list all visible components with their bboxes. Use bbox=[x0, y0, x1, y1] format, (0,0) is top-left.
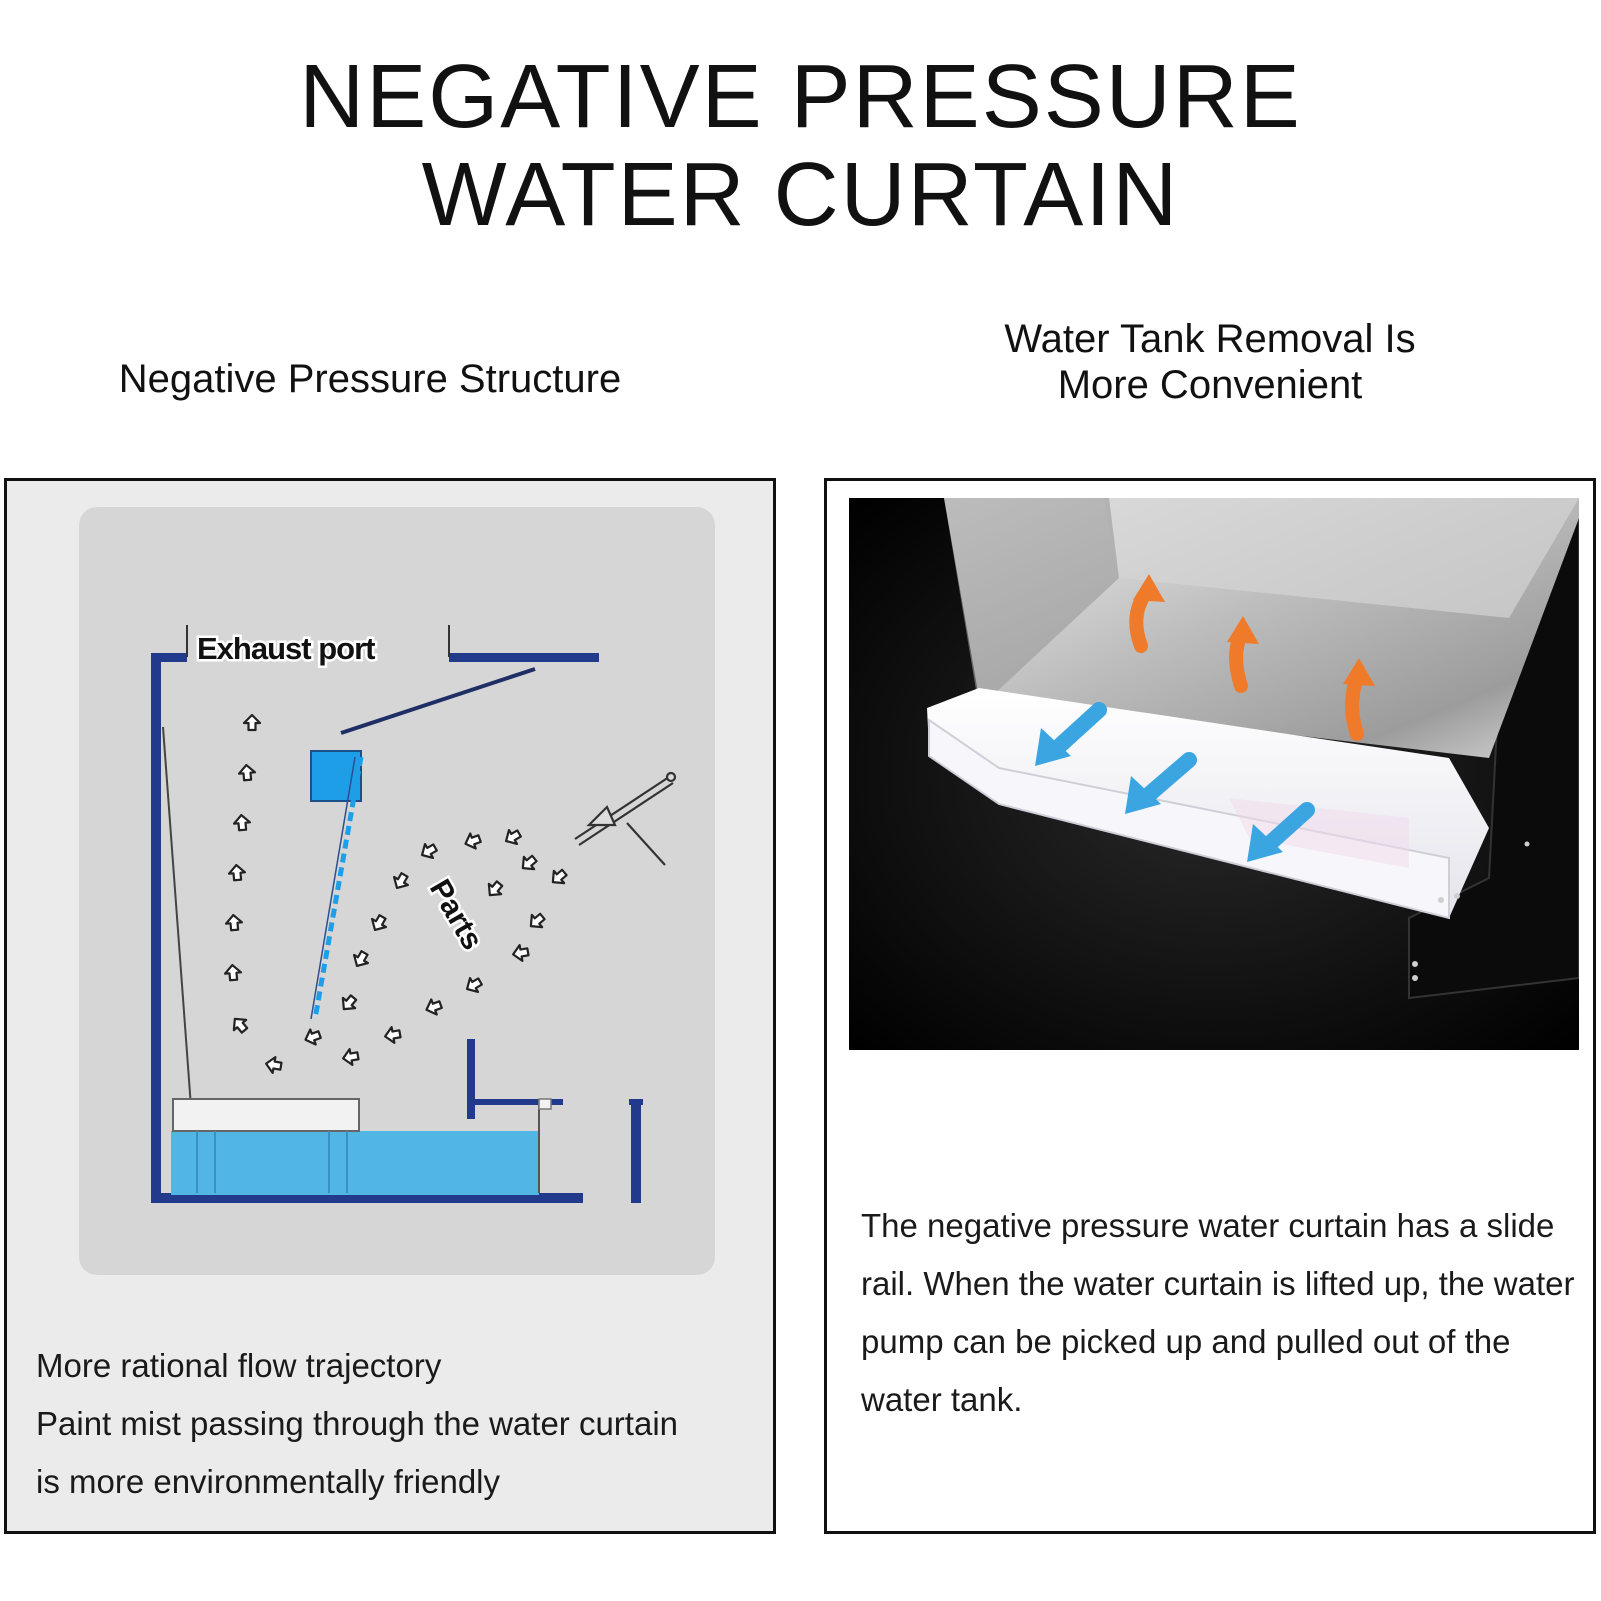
tank-removal-description: The negative pressure water curtain has … bbox=[861, 1207, 1575, 1418]
slide-arrow-head-icon bbox=[1247, 824, 1283, 862]
water-curtain-box bbox=[310, 750, 362, 802]
page-title: NEGATIVE PRESSURE WATER CURTAIN bbox=[0, 48, 1601, 244]
water-curtain-flow bbox=[312, 756, 364, 1020]
tank-removal-panel: The negative pressure water curtain has … bbox=[824, 478, 1596, 1534]
baffle-plate bbox=[340, 667, 536, 735]
lift-arrow-heads bbox=[1133, 574, 1375, 686]
slide-arrow-heads bbox=[1035, 728, 1283, 862]
slide-arrow-icon bbox=[1137, 752, 1197, 806]
tank-lip bbox=[538, 1098, 552, 1110]
title-line-2: WATER CURTAIN bbox=[421, 145, 1180, 245]
water-tank-water bbox=[171, 1131, 539, 1195]
structure-description-line-3: is more environmentally friendly bbox=[36, 1463, 501, 1500]
title-line-1: NEGATIVE PRESSURE bbox=[299, 47, 1302, 147]
water-tank-lid bbox=[172, 1098, 360, 1132]
right-heading-line-2: More Convenient bbox=[1057, 363, 1363, 407]
stainless-upper-shelf bbox=[1104, 498, 1579, 618]
right-heading-line-1: Water Tank Removal Is bbox=[1004, 317, 1416, 361]
right-heading: Water Tank Removal Is More Convenient bbox=[830, 316, 1590, 408]
slide-arrow-head-icon bbox=[1125, 776, 1161, 814]
inner-back-panel bbox=[162, 726, 192, 1108]
rail-rivets bbox=[1412, 841, 1530, 981]
structure-description: More rational flow trajectory Paint mist… bbox=[36, 1337, 766, 1511]
slide-arrow-icon bbox=[1047, 702, 1107, 758]
booth-walls bbox=[151, 653, 643, 1203]
lift-arrow-head-icon bbox=[1227, 616, 1259, 644]
structure-diagram: Exhaust port Parts bbox=[79, 507, 715, 1275]
tank-removal-photo bbox=[849, 498, 1579, 1050]
lift-arrow-head-icon bbox=[1133, 574, 1165, 602]
diagram-background bbox=[79, 507, 715, 1275]
exhaust-port-label: Exhaust port bbox=[197, 631, 375, 666]
water-tray-tint bbox=[1229, 798, 1409, 868]
slide-arrow-icon bbox=[1259, 802, 1315, 854]
airbrush-icon bbox=[574, 771, 677, 866]
structure-panel: Exhaust port Parts More rational flow tr… bbox=[4, 478, 776, 1534]
stainless-side bbox=[944, 498, 1119, 708]
tank-ribs bbox=[196, 1131, 348, 1193]
structure-description-line-1: More rational flow trajectory bbox=[36, 1347, 442, 1384]
left-heading: Negative Pressure Structure bbox=[118, 357, 622, 401]
slide-arrow-head-icon bbox=[1035, 728, 1071, 766]
lift-arrow-head-icon bbox=[1343, 658, 1375, 686]
water-tray-rim bbox=[928, 718, 1450, 920]
slide-arrows bbox=[1047, 702, 1315, 854]
structure-description-line-2: Paint mist passing through the water cur… bbox=[36, 1405, 679, 1442]
water-curtain-edge bbox=[310, 756, 356, 1020]
